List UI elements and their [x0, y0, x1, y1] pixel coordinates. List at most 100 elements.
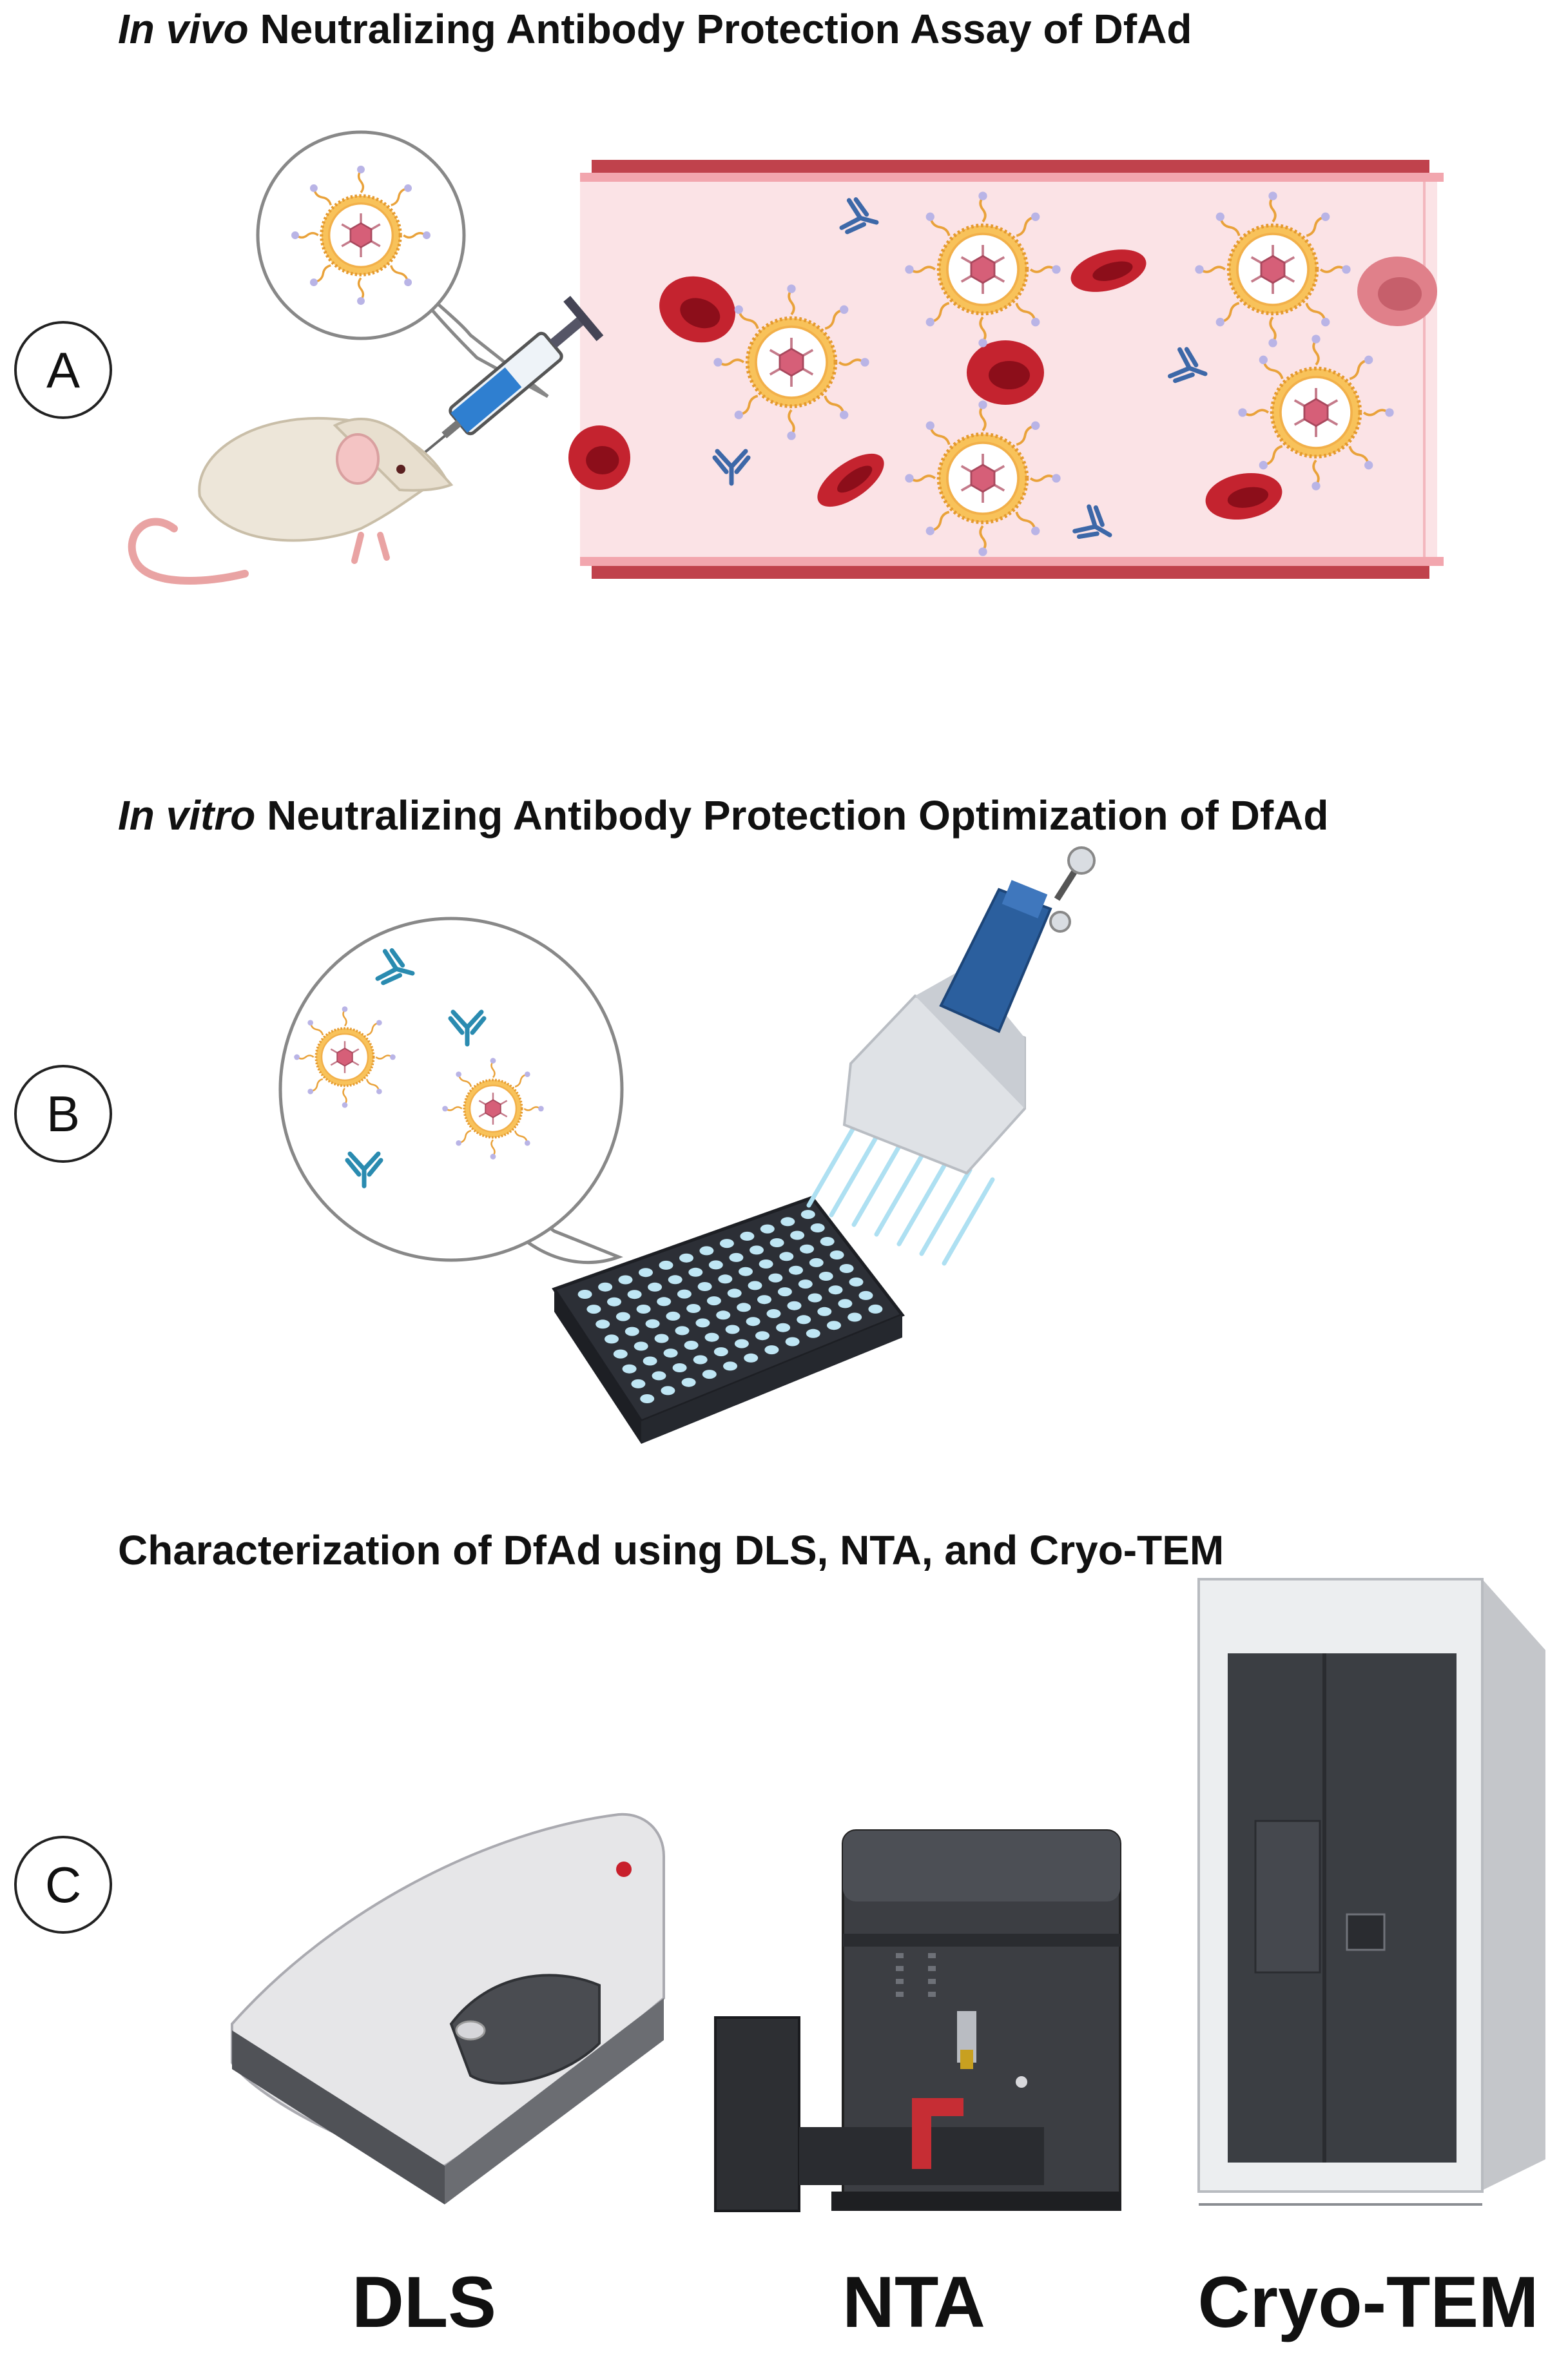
red-blood-cells: [568, 242, 1437, 525]
plate-well: [785, 1337, 800, 1347]
plate-well: [748, 1281, 762, 1290]
instrument-label-cryo-tem: Cryo-TEM: [1198, 2262, 1539, 2342]
plate-well: [746, 1317, 760, 1327]
plate-well: [695, 1318, 710, 1328]
mouse: [128, 416, 454, 585]
plate-well: [702, 1370, 717, 1379]
plate-well: [734, 1339, 749, 1348]
plate-well: [797, 1315, 811, 1325]
plate-well: [663, 1348, 678, 1358]
plate-well: [684, 1341, 699, 1350]
plate-well: [577, 1290, 592, 1299]
plate-well: [586, 1305, 601, 1314]
plate-well: [613, 1349, 628, 1359]
syringe: [399, 295, 604, 476]
plate-well: [755, 1331, 769, 1341]
plate-well: [645, 1319, 660, 1328]
plate-well: [615, 1312, 630, 1321]
plate-well: [809, 1258, 824, 1267]
plate-well: [808, 1293, 822, 1303]
plate-well: [776, 1323, 791, 1332]
plate-well: [708, 1260, 723, 1270]
plate-well: [624, 1327, 639, 1336]
plate-well: [849, 1277, 864, 1287]
plate-well: [800, 1210, 815, 1220]
plate-well: [672, 1363, 687, 1372]
plate-well: [627, 1290, 642, 1299]
plate-well: [744, 1353, 759, 1363]
plate-well: [820, 1237, 835, 1246]
plate-well: [798, 1279, 813, 1289]
plate-well: [648, 1282, 663, 1292]
plate-well: [661, 1386, 675, 1395]
plate-well: [764, 1345, 779, 1355]
plate-well: [760, 1224, 775, 1234]
plate-well: [858, 1290, 873, 1300]
panel-b-title-italic: In vitro: [118, 792, 256, 839]
plate-well: [780, 1217, 795, 1227]
plate-well: [725, 1325, 740, 1334]
panel-b-title: In vitro Neutralizing Antibody Protectio…: [118, 792, 1328, 839]
plate-well: [607, 1297, 621, 1307]
plate-well: [810, 1223, 825, 1232]
panel-label-a: A: [14, 321, 112, 419]
plate-well: [739, 1267, 753, 1276]
plate-well: [817, 1307, 832, 1316]
plate-well: [868, 1304, 883, 1314]
plate-well: [704, 1332, 719, 1342]
plate-well: [750, 1245, 764, 1255]
plate-well: [668, 1275, 682, 1285]
plate-well: [828, 1285, 843, 1295]
plate-well: [789, 1265, 803, 1275]
plate-well: [654, 1334, 669, 1343]
plate-well: [757, 1295, 771, 1305]
plate-well: [659, 1260, 673, 1270]
panel-b-title-rest: Neutralizing Antibody Protection Optimiz…: [255, 792, 1329, 839]
plate-well: [779, 1252, 794, 1261]
dls-instrument: [231, 1813, 665, 2204]
plate-well: [595, 1319, 610, 1329]
plate-well: [640, 1394, 655, 1403]
magnified-bubble-b: [278, 917, 624, 1264]
plate-well: [829, 1250, 844, 1259]
plate-well: [666, 1311, 681, 1321]
plate-well: [618, 1275, 633, 1285]
plate-well: [727, 1288, 742, 1298]
plate-well: [636, 1305, 651, 1314]
plate-well: [729, 1252, 744, 1262]
nta-instrument: [714, 1829, 1121, 2212]
plate-well: [723, 1361, 737, 1371]
panel-a-title: In vivo Neutralizing Antibody Protection…: [118, 5, 1192, 53]
plate-well: [737, 1303, 751, 1312]
plate-well: [719, 1239, 734, 1249]
plate-well: [818, 1272, 833, 1281]
plate-well: [838, 1299, 853, 1308]
plate-well: [769, 1238, 784, 1247]
cryo-tem-instrument: [1197, 1578, 1545, 2206]
plate-well: [639, 1268, 653, 1278]
plate-well: [634, 1341, 648, 1351]
plate-well: [679, 1253, 693, 1263]
plate-well: [681, 1377, 696, 1387]
plate-well: [777, 1287, 792, 1297]
plate-well: [693, 1355, 708, 1365]
plate-well: [768, 1273, 783, 1283]
panel-label-b: B: [14, 1065, 112, 1163]
plate-well: [759, 1259, 773, 1269]
panel-label-c: C: [14, 1836, 112, 1934]
magnified-bubble-a: [256, 130, 549, 398]
instrument-label-nta: NTA: [842, 2262, 985, 2342]
plate-well: [677, 1289, 692, 1299]
instrument-label-dls: DLS: [352, 2262, 496, 2342]
plate-well: [675, 1326, 690, 1336]
panel-c-title: Characterization of DfAd using DLS, NTA,…: [118, 1527, 1224, 1573]
multichannel-pipette: [806, 846, 1096, 1266]
plate-well: [622, 1364, 637, 1374]
panel-a-title-italic: In vivo: [118, 6, 249, 52]
plate-well: [699, 1246, 714, 1256]
plate-well: [631, 1379, 646, 1388]
panel-a-title-rest: Neutralizing Antibody Protection Assay o…: [248, 6, 1192, 52]
plate-well: [718, 1274, 733, 1284]
plate-well: [688, 1267, 703, 1277]
